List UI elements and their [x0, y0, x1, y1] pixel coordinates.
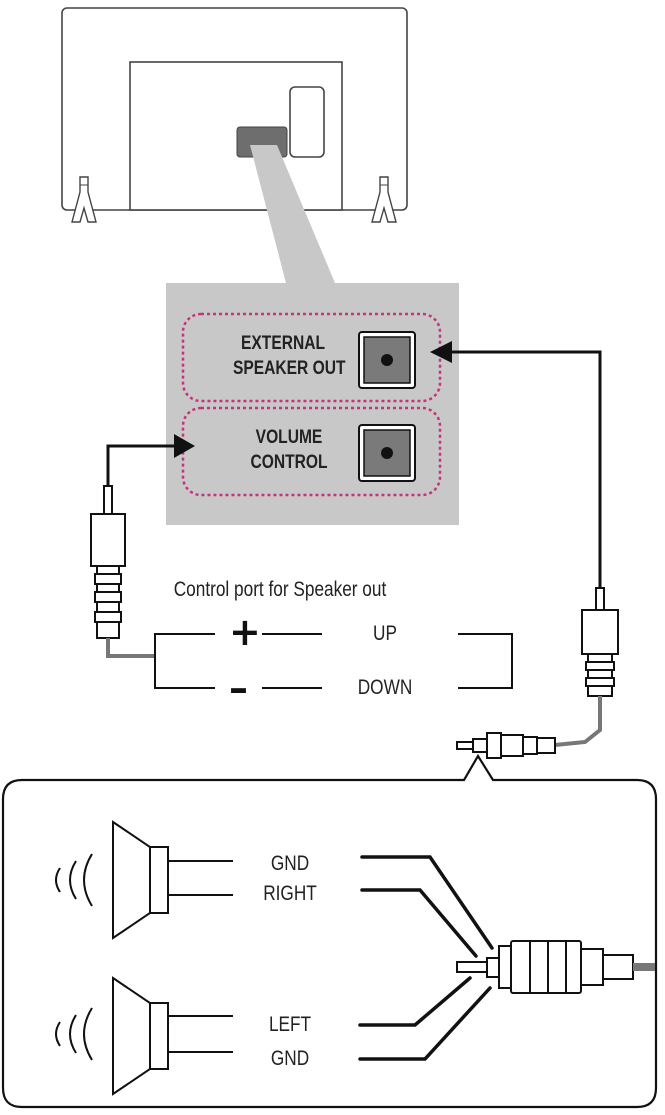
plus-sign: +: [229, 610, 261, 654]
plug-icon: [456, 940, 634, 994]
plug-icon: [456, 732, 556, 759]
plug-icon: [581, 587, 619, 697]
volume-control-line1: VOLUME: [255, 427, 323, 448]
stand-icon: [371, 176, 397, 223]
arrow-icon: [430, 341, 452, 363]
speaker-icon: [112, 820, 169, 940]
jack-port-icon: [358, 331, 416, 389]
right-label: RIGHT: [263, 882, 317, 905]
plug-icon: [90, 485, 126, 639]
gnd-bottom-label: GND: [270, 1047, 310, 1070]
external-speaker-out-line2: SPEAKER OUT: [232, 358, 346, 379]
down-label: DOWN: [357, 676, 413, 699]
minus-sign: –: [229, 666, 248, 710]
stand-icon: [71, 176, 97, 223]
external-speaker-out-line1: EXTERNAL: [241, 333, 325, 354]
tv-icon: [61, 7, 408, 211]
external-speaker-out-outline: [181, 312, 442, 403]
wiring-callout: [1, 753, 658, 1109]
zoom-callout: [250, 145, 335, 283]
left-label: LEFT: [268, 1013, 312, 1036]
external-speaker-out-label: EXTERNAL SPEAKER OUT: [232, 331, 346, 381]
volume-control-line2: CONTROL: [250, 452, 328, 473]
gnd-top-label: GND: [270, 852, 310, 875]
up-label: UP: [373, 622, 397, 645]
control-port-caption: Control port for Speaker out: [173, 578, 387, 601]
jack-port-icon: [358, 424, 416, 482]
arrow-icon: [174, 434, 195, 458]
speaker-icon: [112, 976, 169, 1096]
sound-wave-icon: [55, 853, 93, 907]
volume-control-label: VOLUME CONTROL: [244, 425, 334, 475]
port-panel: [166, 283, 459, 525]
sound-wave-icon: [55, 1007, 93, 1061]
